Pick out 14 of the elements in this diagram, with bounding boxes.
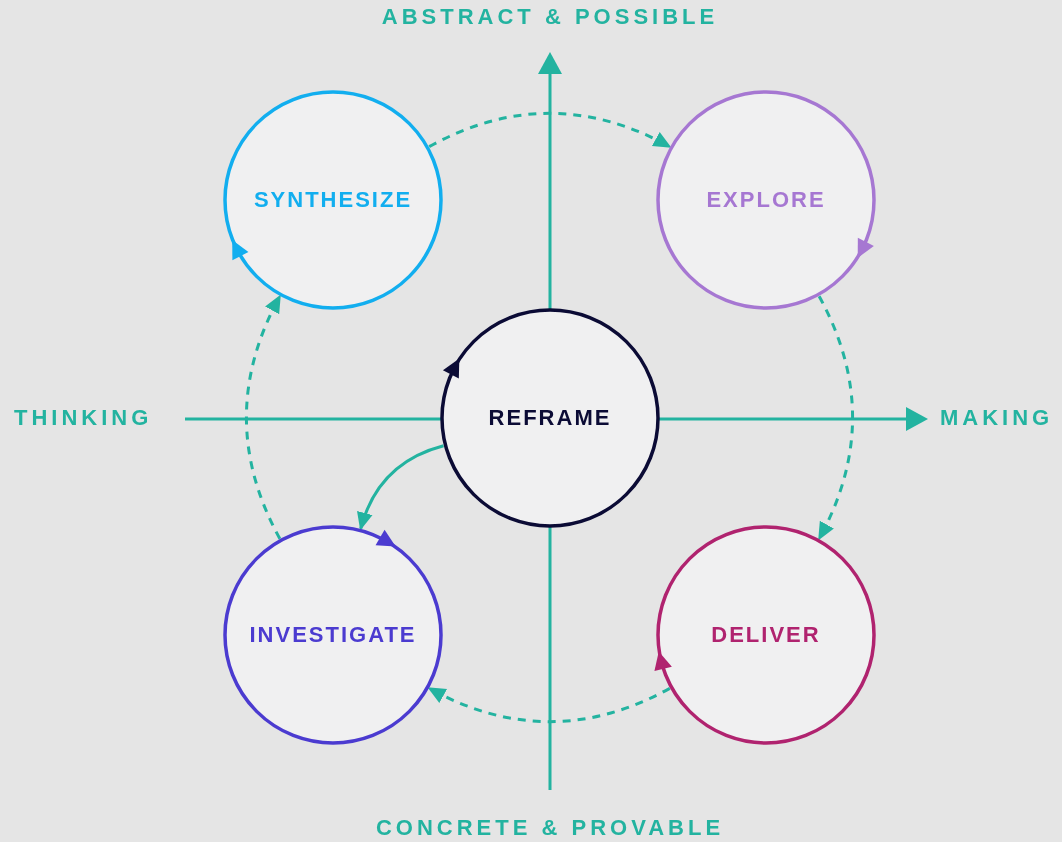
stage-name: EXPLORE [705,187,827,213]
arrow [245,294,282,540]
stage-name: SYNTHESIZE [252,187,414,213]
arrow [817,295,854,541]
axis-label: MAKING [940,405,1054,431]
arrow [427,687,671,724]
axis-label: THINKING [14,405,153,431]
stage-name: INVESTIGATE [248,622,418,648]
axis-label: CONCRETE & PROVABLE [375,815,725,841]
arrow [357,444,444,531]
stage-name: REFRAME [487,405,613,431]
stage-name: DELIVER [710,622,822,648]
axis-label: ABSTRACT & POSSIBLE [381,4,719,30]
arrow [428,111,672,148]
